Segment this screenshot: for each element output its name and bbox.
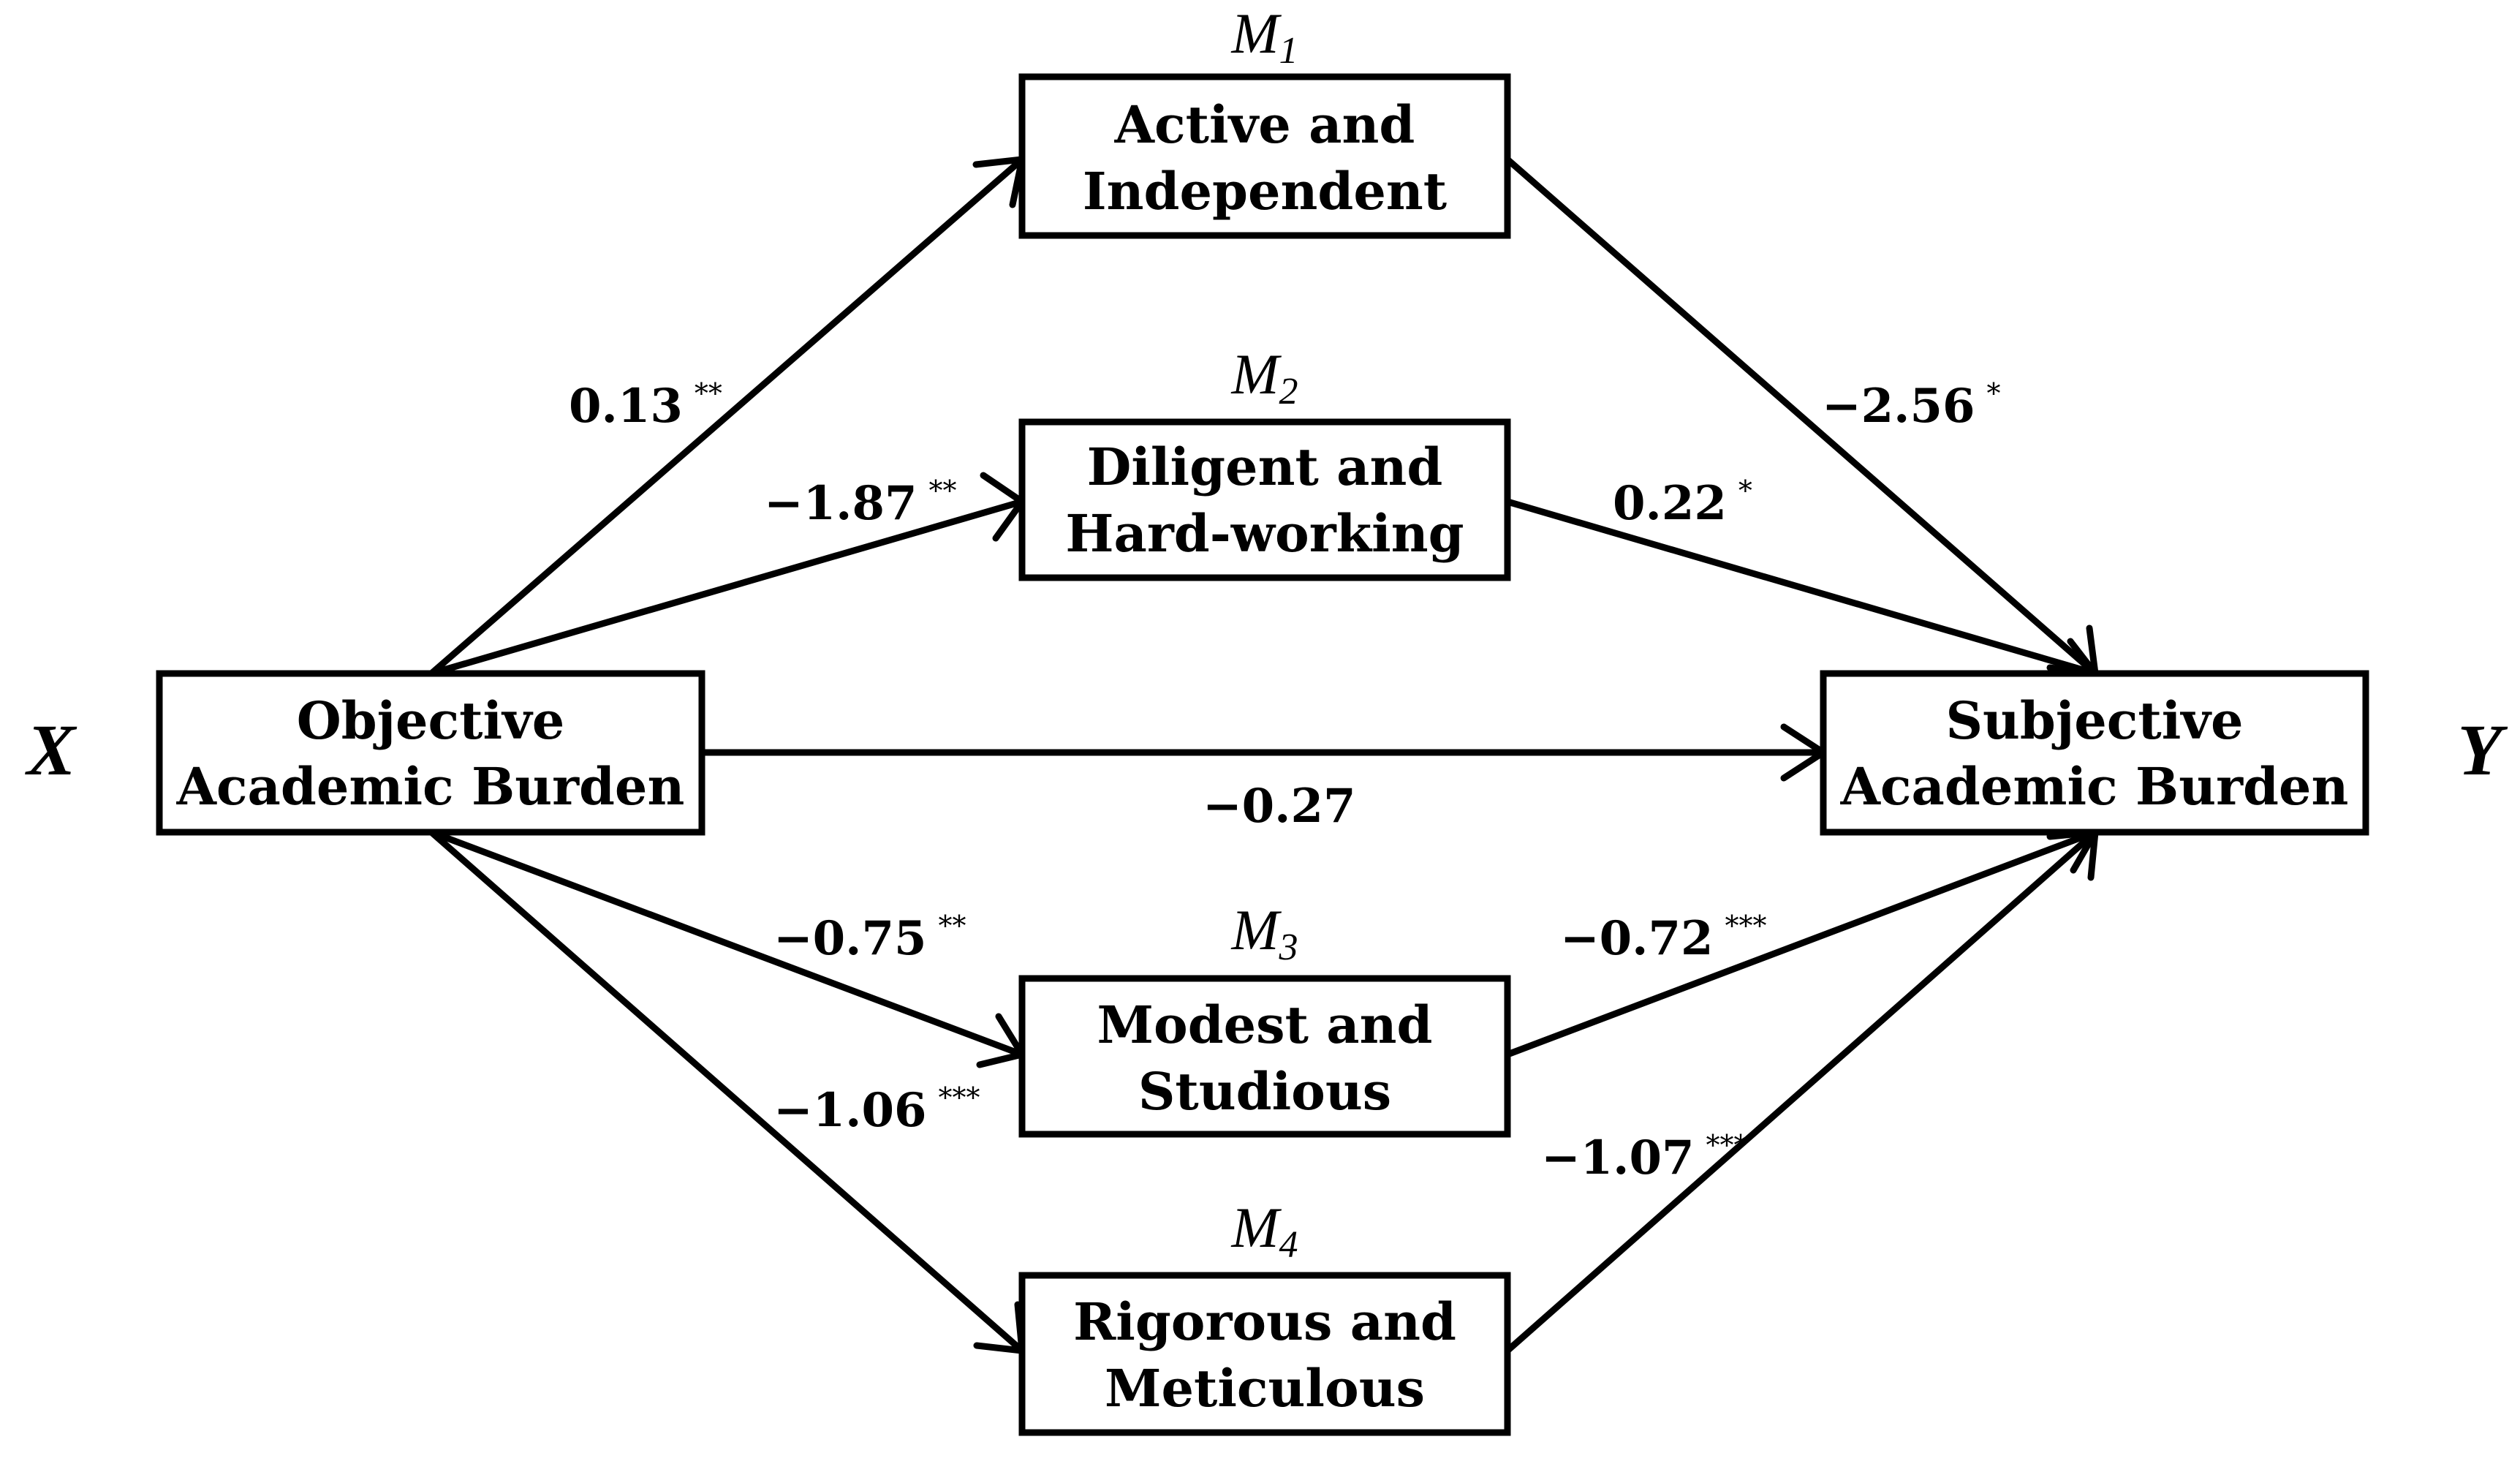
coef-x-y: −0.27 [1203, 779, 1356, 834]
coef-x-m2: −1.87** [764, 475, 957, 531]
node-m4-rigorous-and-meticulous: M4 Rigorous and Meticulous [1018, 1196, 1511, 1436]
path-x-m1-line [429, 156, 1024, 676]
node-m1-active-and-independent: M1 Active and Independent [1018, 1, 1511, 239]
coef-m2-y: 0.22* [1613, 475, 1752, 531]
node-objective-academic-burden: Objective Academic Burden [156, 670, 705, 836]
m3-symbol: M3 [1231, 898, 1298, 968]
node-m2-line1: Diligent and [1087, 437, 1443, 497]
path-x-m2-line [430, 498, 1023, 677]
node-m3-line1: Modest and [1097, 995, 1433, 1055]
m2-symbol: M2 [1231, 342, 1298, 412]
y-variable-label: Y [2457, 709, 2508, 791]
node-m3-modest-and-studious: M3 Modest and Studious [1018, 898, 1511, 1138]
node-x-line2: Academic Burden [176, 756, 685, 817]
m4-symbol: M4 [1231, 1196, 1298, 1266]
path-x-m4-line [429, 829, 1024, 1354]
coef-m3-y: −0.72*** [1560, 910, 1767, 966]
path-m4-y-line [1505, 829, 2097, 1354]
node-y-line2: Academic Burden [1840, 756, 2349, 817]
coef-m4-y: −1.07*** [1541, 1129, 1748, 1185]
node-m2-line2: Hard-working [1065, 503, 1464, 564]
node-y-line1: Subjective [1945, 690, 2243, 751]
coef-x-m3: −0.75** [773, 910, 966, 966]
node-m4-line2: Meticulous [1105, 1358, 1425, 1419]
node-m1-line1: Active and [1114, 94, 1415, 155]
m1-symbol: M1 [1231, 1, 1298, 72]
x-variable-label: X [25, 709, 77, 791]
node-m1-line2: Independent [1083, 161, 1447, 222]
path-m3-y-line [1506, 829, 2097, 1058]
node-x-line1: Objective [297, 690, 565, 751]
path-x-m3-line [430, 829, 1023, 1058]
node-subjective-academic-burden: Subjective Academic Burden [1820, 670, 2369, 836]
node-m2-diligent-and-hard-working: M2 Diligent and Hard-working [1018, 342, 1511, 581]
coef-m1-y: −2.56* [1822, 377, 2001, 434]
coef-x-m4: −1.06*** [773, 1082, 980, 1138]
path-m1-y-line [1505, 156, 2097, 676]
coef-x-m1: 0.13** [569, 377, 722, 434]
node-m4-line1: Rigorous and [1073, 1291, 1456, 1352]
path-m2-y-line [1506, 498, 2097, 677]
node-m3-line2: Studious [1138, 1061, 1391, 1122]
